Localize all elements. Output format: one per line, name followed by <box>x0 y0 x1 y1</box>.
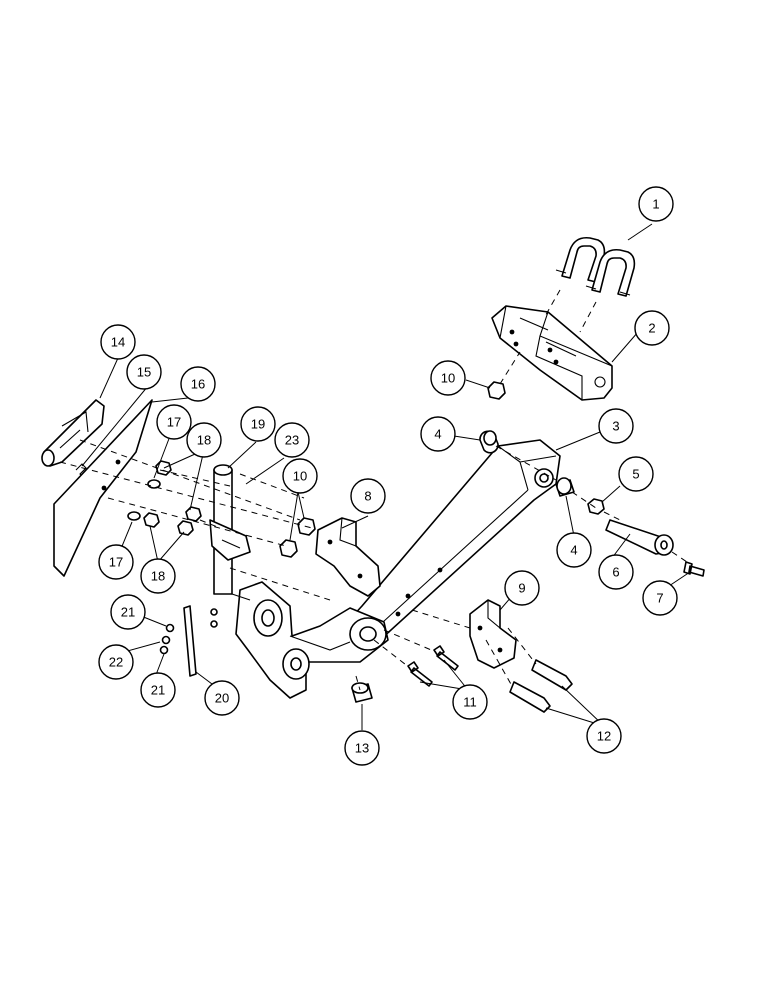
callout-14: 14 <box>100 324 136 360</box>
callout-label: 7 <box>656 591 663 606</box>
callout-1: 1 <box>638 186 674 222</box>
callout-13: 13 <box>344 730 380 766</box>
callout-17b: 17 <box>98 544 134 580</box>
u-bolts <box>555 236 636 297</box>
callout-4a: 4 <box>420 416 456 452</box>
callout-21a: 21 <box>110 594 146 630</box>
callout-label: 15 <box>137 365 151 380</box>
assembly-lines <box>59 289 691 691</box>
bolts-11 <box>407 645 459 687</box>
callout-label: 5 <box>632 467 639 482</box>
scraper-blade-16 <box>53 399 153 577</box>
callout-label: 18 <box>151 569 165 584</box>
callout-11: 11 <box>452 684 488 720</box>
bushing-13 <box>351 682 373 703</box>
pin-6 <box>605 519 674 556</box>
leader-lines <box>81 223 691 730</box>
callout-label: 8 <box>364 489 371 504</box>
mounting-bracket <box>491 305 613 401</box>
callout-label: 22 <box>109 655 123 670</box>
callout-label: 4 <box>570 543 577 558</box>
bracket-8 <box>315 517 381 597</box>
callout-label: 9 <box>518 581 525 596</box>
strip-20 <box>183 605 197 677</box>
callout-label: 4 <box>434 427 441 442</box>
callout-23: 23 <box>274 422 310 458</box>
callout-12: 12 <box>586 718 622 754</box>
callout-label: 16 <box>191 377 205 392</box>
callout-label: 3 <box>612 419 619 434</box>
callout-16: 16 <box>180 366 216 402</box>
callout-label: 18 <box>197 433 211 448</box>
callout-4b: 4 <box>556 532 592 568</box>
callout-7: 7 <box>642 580 678 616</box>
callout-3: 3 <box>598 408 634 444</box>
callout-label: 17 <box>109 555 123 570</box>
small-fasteners <box>159 608 218 655</box>
callout-20: 20 <box>204 680 240 716</box>
callout-8: 8 <box>350 478 386 514</box>
bracket-9 <box>469 599 517 669</box>
hinge-bracket-14 <box>41 399 105 467</box>
callouts: 1 2 3 4 4 5 6 7 8 9 10 10 11 12 13 14 15… <box>98 186 678 766</box>
tine-post-19 <box>209 464 251 601</box>
bolts-12 <box>509 659 573 713</box>
callout-6: 6 <box>598 554 634 590</box>
callout-9: 9 <box>504 570 540 606</box>
callout-label: 10 <box>441 371 455 386</box>
washers-17 <box>127 479 161 521</box>
callout-label: 1 <box>652 197 659 212</box>
callout-10a: 10 <box>430 360 466 396</box>
callout-18b: 18 <box>140 558 176 594</box>
callout-10b: 10 <box>282 458 318 494</box>
nut-5 <box>587 498 605 515</box>
callout-label: 20 <box>215 691 229 706</box>
bushings <box>479 430 575 497</box>
callout-label: 19 <box>251 417 265 432</box>
callout-22: 22 <box>98 644 134 680</box>
callout-label: 21 <box>121 605 135 620</box>
callout-21b: 21 <box>140 672 176 708</box>
callout-19: 19 <box>240 406 276 442</box>
callout-5: 5 <box>618 456 654 492</box>
callout-label: 6 <box>612 565 619 580</box>
callout-2: 2 <box>634 310 670 346</box>
callout-label: 14 <box>111 335 125 350</box>
callout-label: 13 <box>355 741 369 756</box>
part-drawings <box>41 236 705 713</box>
callout-15: 15 <box>126 354 162 390</box>
callout-label: 2 <box>648 321 655 336</box>
callout-17a: 17 <box>156 404 192 440</box>
callout-18a: 18 <box>186 422 222 458</box>
callout-label: 21 <box>151 683 165 698</box>
hitch-body <box>235 581 389 699</box>
callout-label: 23 <box>285 433 299 448</box>
callout-label: 17 <box>167 415 181 430</box>
callout-label: 11 <box>463 695 477 710</box>
callout-label: 10 <box>293 469 307 484</box>
callout-label: 12 <box>597 729 611 744</box>
